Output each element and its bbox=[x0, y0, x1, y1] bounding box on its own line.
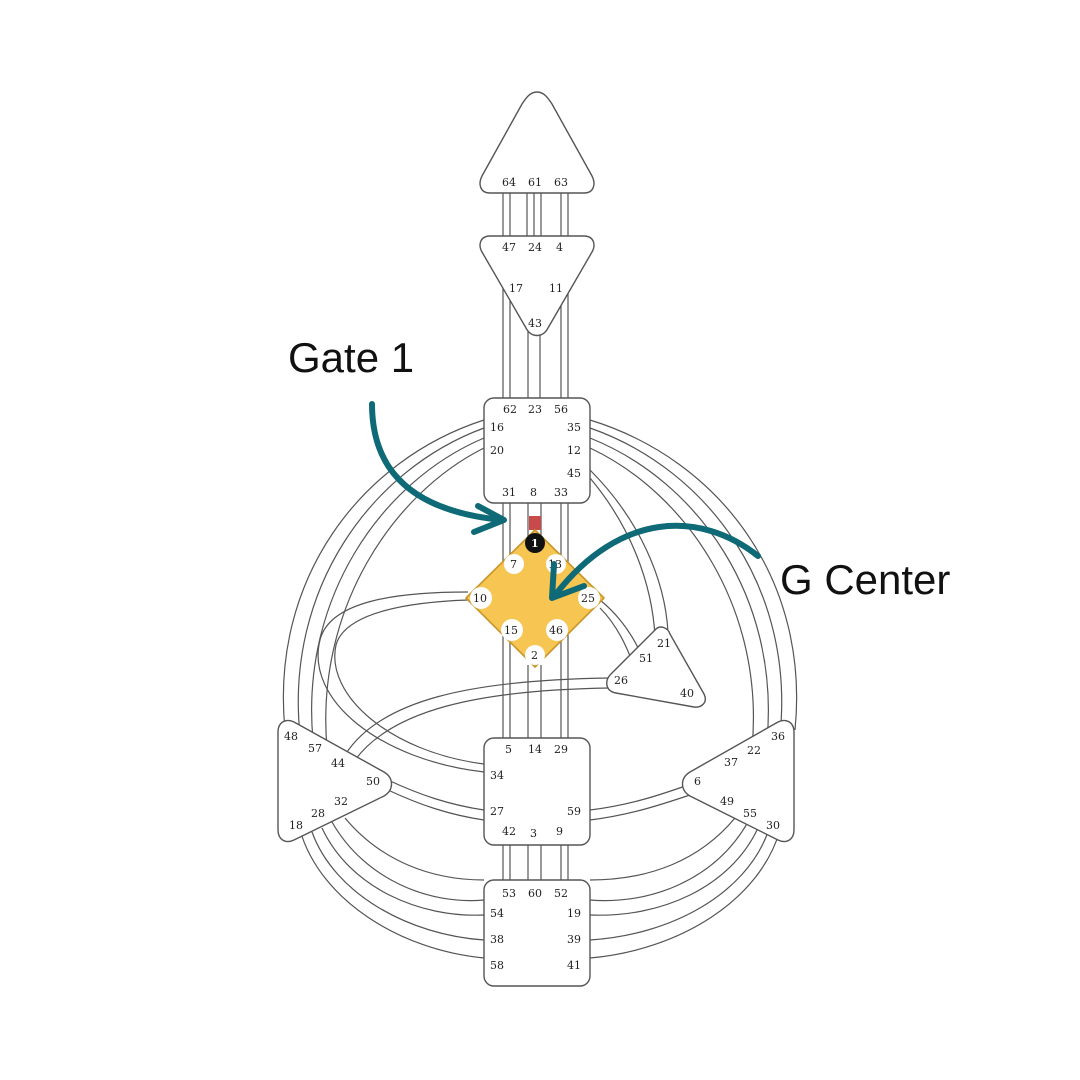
gate-35: 35 bbox=[567, 421, 581, 434]
gate-41: 41 bbox=[567, 959, 581, 972]
gate-31: 31 bbox=[502, 486, 516, 499]
gate-30: 30 bbox=[766, 819, 780, 832]
gate-2: 2 bbox=[531, 649, 538, 662]
gate-37: 37 bbox=[724, 756, 738, 769]
gate-51: 51 bbox=[639, 652, 653, 665]
gate-48: 48 bbox=[284, 730, 298, 743]
g-center-annotation: G Center bbox=[549, 522, 950, 603]
gate-45: 45 bbox=[567, 467, 581, 480]
gate-4: 4 bbox=[556, 241, 563, 254]
g-center-arrow-icon bbox=[553, 522, 761, 597]
gate-32: 32 bbox=[334, 795, 348, 808]
gate-34: 34 bbox=[490, 769, 504, 782]
g-center-arrowhead-icon bbox=[549, 561, 587, 601]
gate-46: 46 bbox=[549, 624, 563, 637]
gate-49: 49 bbox=[720, 795, 734, 808]
gate-38: 38 bbox=[490, 933, 504, 946]
gate-47: 47 bbox=[502, 241, 516, 254]
gate-12: 12 bbox=[567, 444, 581, 457]
gate-28: 28 bbox=[311, 807, 325, 820]
gate-7: 7 bbox=[510, 558, 517, 571]
gate-11: 11 bbox=[549, 282, 563, 295]
gate-54: 54 bbox=[490, 907, 504, 920]
g-center-label: G Center bbox=[780, 556, 950, 603]
gate-1-label: Gate 1 bbox=[288, 334, 414, 381]
ego-center[interactable]: 21 51 26 40 bbox=[606, 626, 706, 708]
gate-18: 18 bbox=[289, 819, 303, 832]
gate-1-marker bbox=[525, 533, 545, 553]
gate-9: 9 bbox=[556, 825, 563, 838]
gate-42: 42 bbox=[502, 825, 516, 838]
gate-15: 15 bbox=[504, 624, 518, 637]
gate-57: 57 bbox=[308, 742, 322, 755]
gate-36: 36 bbox=[771, 730, 785, 743]
ajna-center[interactable]: 47 24 4 17 11 43 bbox=[479, 235, 595, 337]
gate-27: 27 bbox=[490, 805, 504, 818]
gate-64: 64 bbox=[502, 176, 516, 189]
gate-61: 61 bbox=[528, 176, 542, 189]
gate-10: 10 bbox=[473, 592, 487, 605]
gate-8: 8 bbox=[530, 486, 537, 499]
g-center[interactable]: 1 7 13 10 25 15 46 2 bbox=[465, 529, 605, 668]
gate-33: 33 bbox=[554, 486, 568, 499]
gate-22: 22 bbox=[747, 744, 761, 757]
sacral-center[interactable]: 5 14 29 34 27 59 42 3 9 bbox=[483, 737, 591, 846]
gate-40: 40 bbox=[680, 687, 694, 700]
gate-56: 56 bbox=[554, 403, 568, 416]
gate-1-annotation: Gate 1 bbox=[288, 334, 507, 535]
gate-23: 23 bbox=[528, 403, 542, 416]
gate-20: 20 bbox=[490, 444, 504, 457]
spleen-center[interactable]: 48 57 44 50 32 28 18 bbox=[277, 719, 393, 843]
gate-26: 26 bbox=[614, 674, 628, 687]
throat-center[interactable]: 62 23 56 16 35 20 12 45 31 8 33 bbox=[483, 397, 591, 504]
gate-62: 62 bbox=[503, 403, 517, 416]
gate-1-arrow-icon bbox=[369, 401, 505, 523]
gate-50: 50 bbox=[366, 775, 380, 788]
gate-21: 21 bbox=[657, 637, 671, 650]
gate-1: 1 bbox=[531, 537, 539, 550]
gate-53: 53 bbox=[502, 887, 516, 900]
gate-1-arrowhead-icon bbox=[471, 503, 507, 535]
gate-25: 25 bbox=[581, 592, 595, 605]
gate-39: 39 bbox=[567, 933, 581, 946]
gate-52: 52 bbox=[554, 887, 568, 900]
gate-17: 17 bbox=[509, 282, 523, 295]
gate-43: 43 bbox=[528, 317, 542, 330]
root-center[interactable]: 53 60 52 54 19 38 39 58 41 bbox=[483, 879, 591, 987]
gate-59: 59 bbox=[567, 805, 581, 818]
gate-19: 19 bbox=[567, 907, 581, 920]
solar-plexus-center[interactable]: 36 22 37 6 49 55 30 bbox=[681, 719, 795, 843]
gate-60: 60 bbox=[528, 887, 542, 900]
gate-14: 14 bbox=[528, 743, 542, 756]
gate-63: 63 bbox=[554, 176, 568, 189]
gate-6: 6 bbox=[694, 775, 701, 788]
gate-58: 58 bbox=[490, 959, 504, 972]
gate-3: 3 bbox=[530, 827, 537, 840]
gate-44: 44 bbox=[331, 757, 345, 770]
gate-5: 5 bbox=[505, 743, 512, 756]
gate-29: 29 bbox=[554, 743, 568, 756]
gate-55: 55 bbox=[743, 807, 757, 820]
head-center[interactable]: 64 61 63 bbox=[479, 91, 595, 194]
gate-16: 16 bbox=[490, 421, 504, 434]
gate-24: 24 bbox=[528, 241, 542, 254]
gate-1-activation bbox=[529, 516, 541, 530]
